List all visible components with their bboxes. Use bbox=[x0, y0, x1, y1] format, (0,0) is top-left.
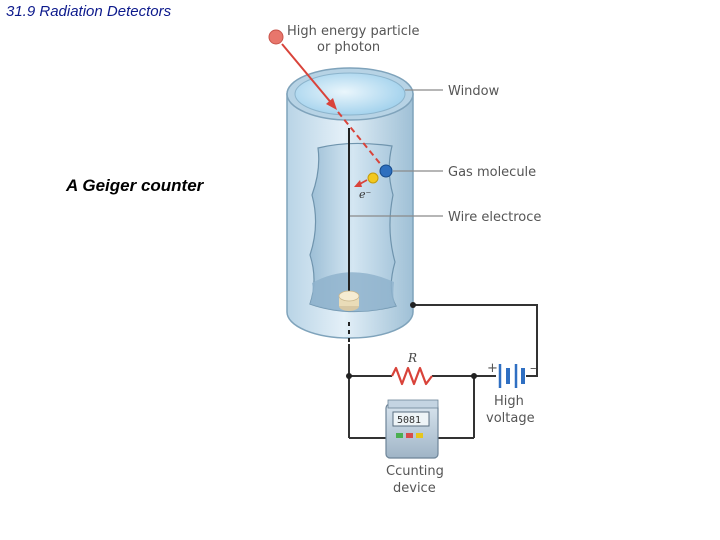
gas-molecule bbox=[379, 164, 393, 178]
electron-arrowhead bbox=[354, 180, 362, 187]
particle bbox=[268, 29, 284, 45]
counter-display: 5081 bbox=[397, 415, 421, 426]
window-glass bbox=[294, 72, 406, 116]
junction-dot-tube bbox=[410, 302, 416, 308]
resistor bbox=[391, 366, 433, 386]
battery-minus-label: – bbox=[530, 361, 537, 376]
particle-track-solid bbox=[281, 43, 334, 106]
slide-title: 31.9 Radiation Detectors bbox=[6, 3, 172, 20]
counting-device-label-line2: device bbox=[393, 481, 436, 496]
wire-electrode-label: Wire electroce bbox=[448, 210, 541, 225]
insulator-base-top bbox=[338, 290, 360, 302]
counter-button-yellow bbox=[416, 433, 423, 438]
resistor-label: R bbox=[407, 351, 417, 365]
junction-dot-right bbox=[471, 373, 477, 379]
particle-label-line2: or photon bbox=[317, 40, 380, 55]
high-voltage-label-line2: voltage bbox=[486, 411, 535, 426]
high-voltage-label: High bbox=[494, 394, 524, 409]
counting-device-label: Ccunting bbox=[386, 464, 444, 479]
particle-track-dashed bbox=[337, 111, 383, 167]
slide-subtitle: A Geiger counter bbox=[66, 176, 204, 195]
particle-label: High energy particle bbox=[287, 24, 419, 39]
counting-device-panel bbox=[387, 399, 439, 409]
electron-label: e⁻ bbox=[359, 188, 372, 201]
counter-button-green bbox=[396, 433, 403, 438]
gas-molecule-label: Gas molecule bbox=[448, 165, 536, 180]
electron bbox=[367, 172, 379, 184]
particle-track-arrowhead bbox=[326, 98, 337, 110]
junction-dot-left bbox=[346, 373, 352, 379]
counter-button-red bbox=[406, 433, 413, 438]
battery-plus-label: + bbox=[487, 361, 498, 376]
circuit-wire-tube-to-battery bbox=[413, 304, 538, 377]
counter-display-screen bbox=[392, 411, 430, 427]
window-label: Window bbox=[448, 84, 500, 99]
